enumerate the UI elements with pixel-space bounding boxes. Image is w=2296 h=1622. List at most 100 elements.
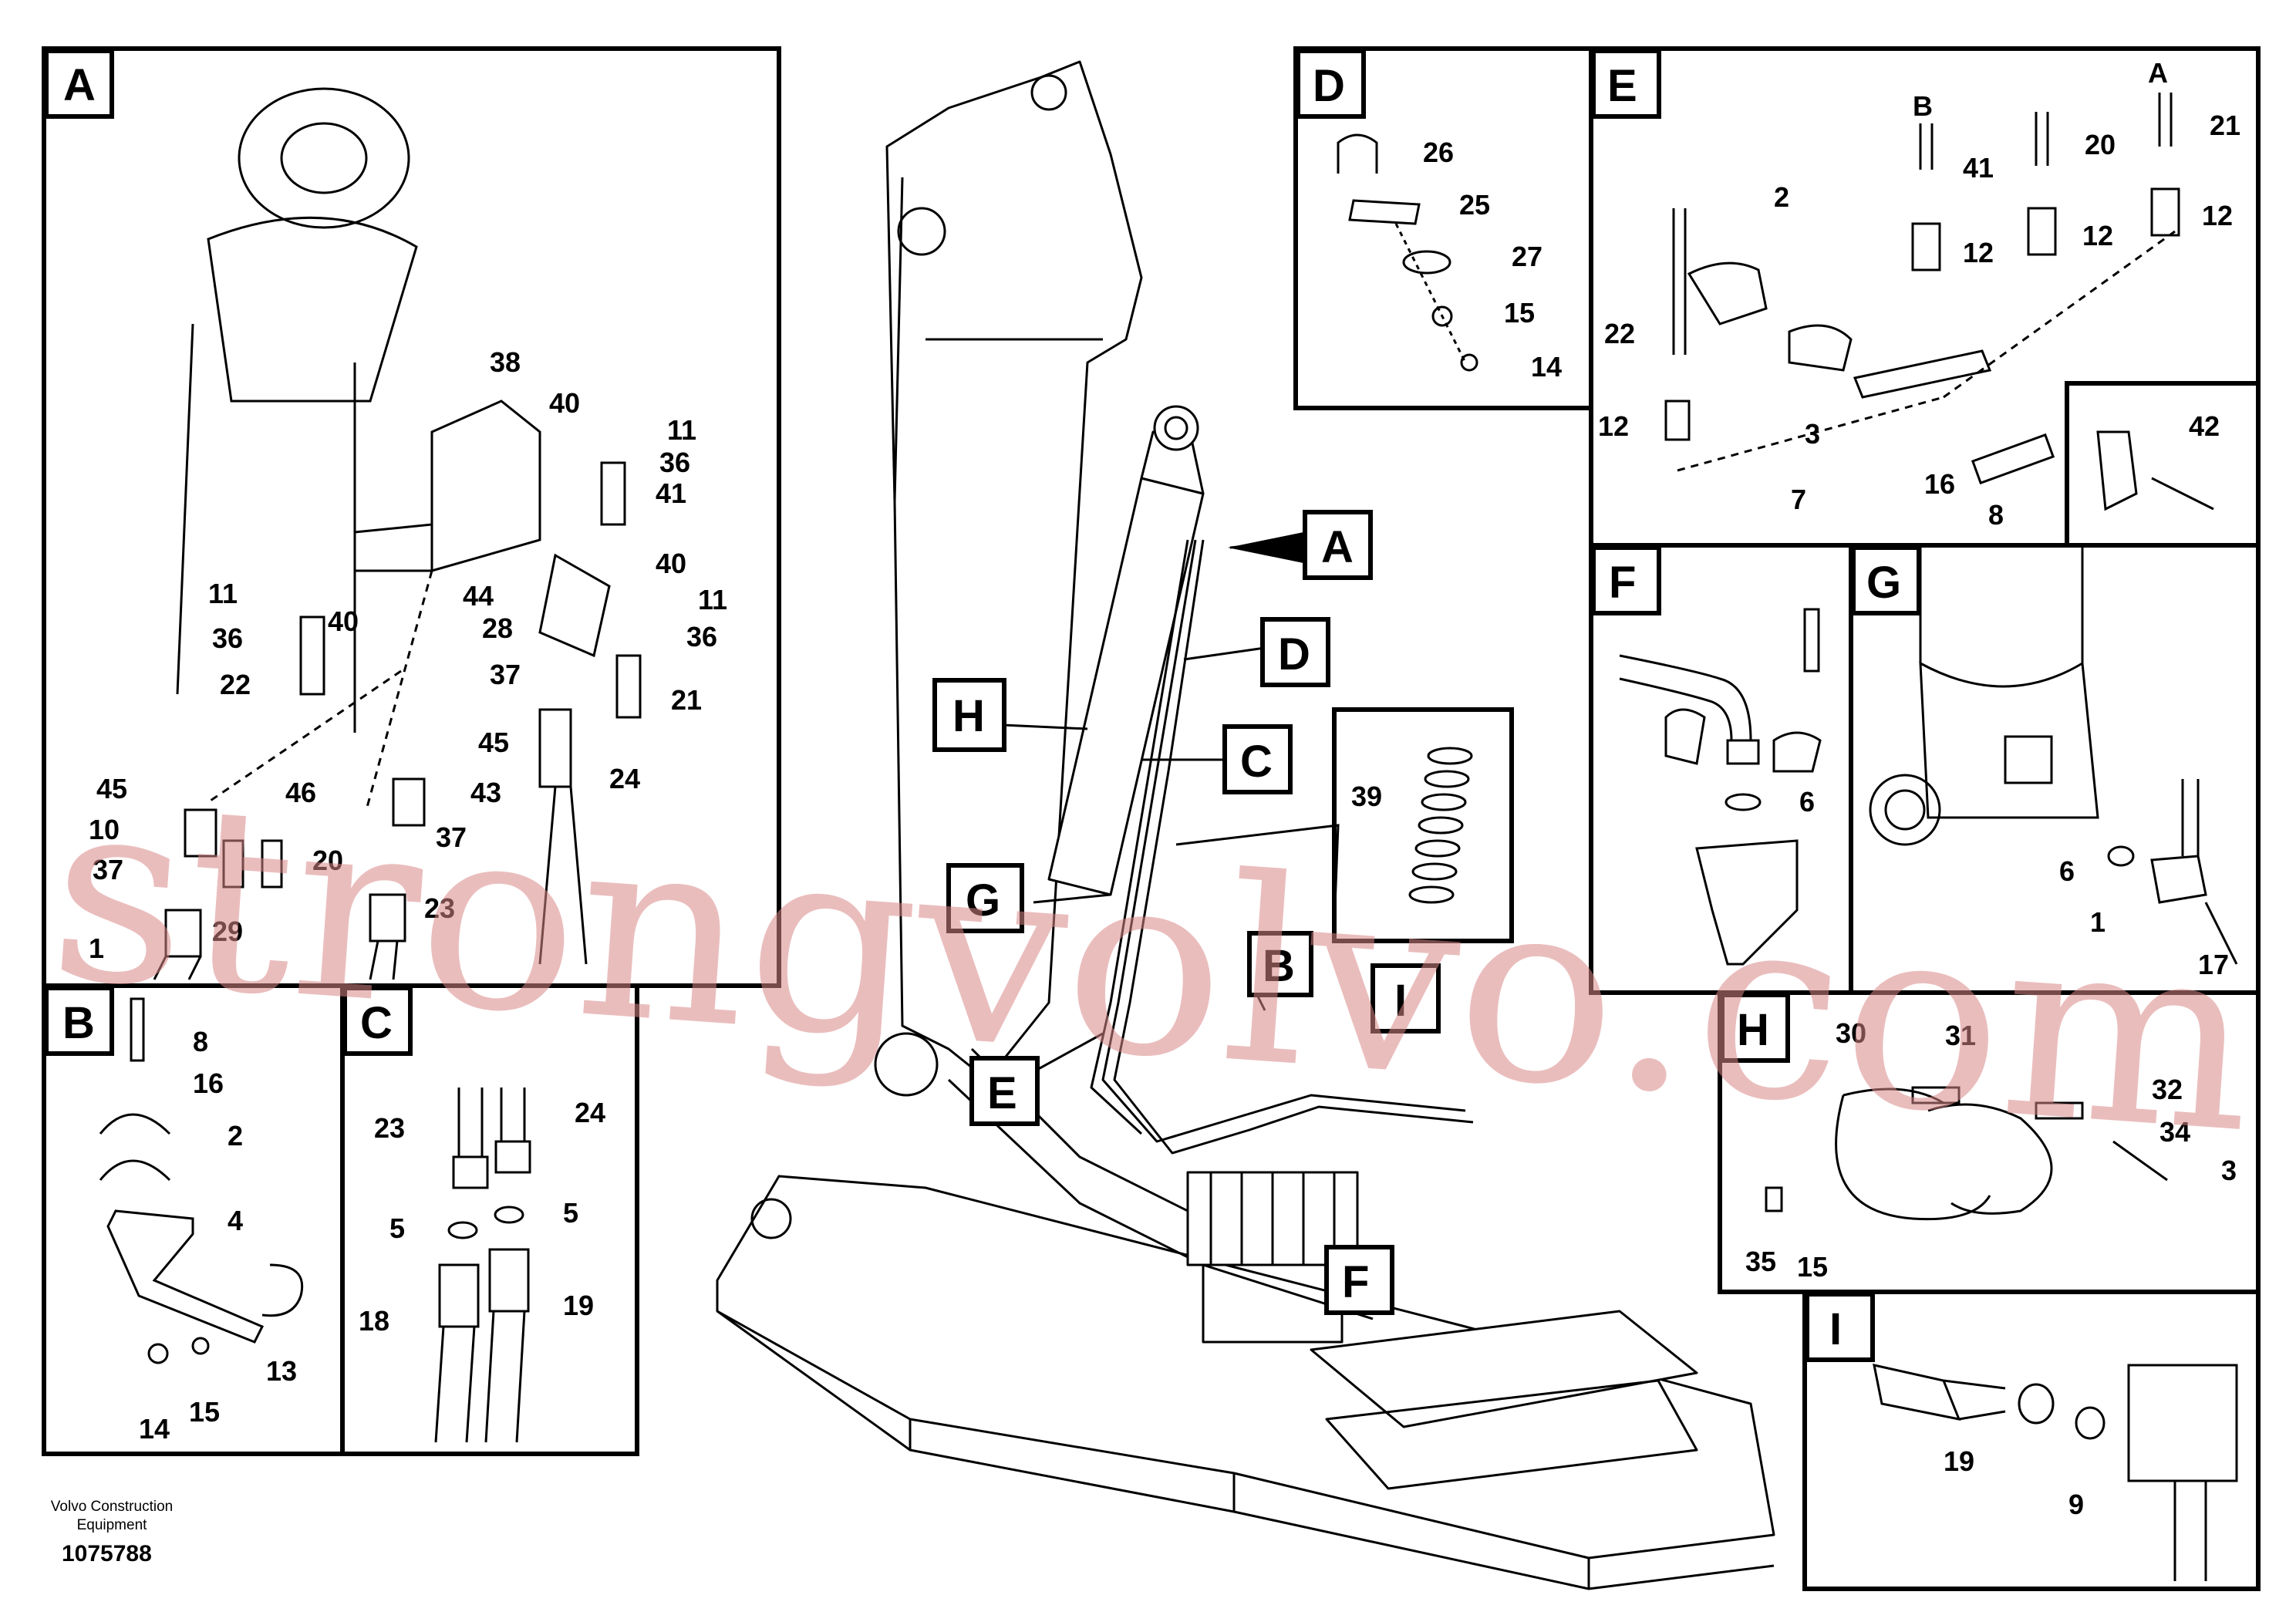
panel-i-letter: I [1829, 1304, 1842, 1354]
main-callout-e: E [987, 1068, 1017, 1118]
callout-41: 41 [1963, 152, 1994, 184]
callout-a: A [2148, 57, 2168, 89]
panel-e: E B A 2 41 20 21 12 12 12 22 12 3 7 16 8… [1589, 46, 2261, 548]
callout-16: 16 [1924, 468, 1955, 500]
footer-company-line1: Volvo Construction [50, 1499, 174, 1515]
callout-12: 12 [1598, 410, 1629, 442]
callout-3: 3 [2221, 1155, 2237, 1186]
panel-a: A 38 40 11 36 41 11 40 40 11 36 22 44 28… [42, 46, 781, 988]
callout-15: 15 [1797, 1251, 1828, 1283]
callout-11: 11 [667, 414, 696, 446]
callout-10: 10 [89, 814, 120, 845]
callout-19: 19 [563, 1290, 594, 1321]
callout-4: 4 [228, 1205, 243, 1236]
callout-11: 11 [208, 578, 238, 609]
panel-g-letter: G [1866, 558, 1901, 608]
panel-b: B 8 16 2 4 13 14 15 [42, 983, 345, 1456]
callout-36: 36 [659, 447, 690, 478]
callout-19: 19 [1944, 1445, 1974, 1477]
callout-45: 45 [478, 727, 509, 758]
callout-23: 23 [374, 1112, 405, 1144]
callout-12: 12 [1963, 237, 1994, 268]
callout-8: 8 [1988, 499, 2004, 531]
callout-24: 24 [575, 1097, 605, 1128]
footer-company-line2: Equipment [76, 1517, 147, 1533]
callout-7: 7 [1791, 484, 1806, 515]
callout-20: 20 [312, 845, 343, 876]
callout-15: 15 [189, 1396, 220, 1428]
callout-11: 11 [698, 584, 727, 615]
callout-6: 6 [2059, 855, 2075, 887]
callout-12: 12 [2202, 200, 2233, 231]
callout-14: 14 [1531, 351, 1562, 383]
callout-36: 36 [212, 622, 243, 654]
callout-32: 32 [2152, 1074, 2183, 1105]
main-callout-c: C [1240, 737, 1273, 787]
callout-2: 2 [228, 1120, 243, 1152]
panel-c-letter: C [360, 998, 393, 1048]
panel-e-letter: E [1607, 61, 1637, 111]
callout-38: 38 [490, 346, 521, 378]
panel-i: I 19 9 [1802, 1290, 2261, 1591]
drawing-number: 1075788 [62, 1541, 152, 1566]
main-callout-i: I [1394, 976, 1407, 1026]
callout-14: 14 [139, 1413, 170, 1445]
callout-42: 42 [2189, 410, 2220, 442]
panel-h-letter: H [1737, 1005, 1769, 1055]
main-callout-b: B [1263, 941, 1295, 991]
callout-40: 40 [549, 387, 580, 419]
main-callout-h: H [952, 691, 985, 741]
callout-31: 31 [1945, 1020, 1976, 1051]
callout-b: B [1913, 90, 1933, 122]
main-callout-a: A [1321, 522, 1354, 572]
main-callout-d: D [1278, 629, 1310, 679]
callout-5: 5 [389, 1212, 405, 1244]
callout-18: 18 [359, 1305, 389, 1337]
callout-30: 30 [1836, 1017, 1866, 1049]
callout-41: 41 [656, 477, 686, 509]
callout-16: 16 [193, 1067, 224, 1099]
panel-b-letter: B [62, 998, 95, 1048]
callout-45: 45 [96, 773, 127, 804]
main-assembly-drawing [716, 60, 1775, 1590]
callout-24: 24 [609, 763, 640, 794]
callout-8: 8 [193, 1026, 208, 1057]
callout-40: 40 [656, 548, 686, 579]
callout-21: 21 [671, 684, 702, 716]
callout-35: 35 [1745, 1246, 1776, 1277]
callout-15: 15 [1504, 297, 1535, 329]
main-callout-boxes: A D C H G E F B I [932, 510, 1441, 1315]
callout-21: 21 [2210, 110, 2240, 141]
callout-39: 39 [1351, 781, 1382, 812]
hose-39-box: 39 [1332, 707, 1514, 943]
callout-26: 26 [1423, 137, 1454, 168]
callout-6: 6 [1799, 786, 1815, 818]
callout-9: 9 [2068, 1489, 2084, 1520]
callout-13: 13 [266, 1355, 297, 1387]
callout-22: 22 [220, 669, 251, 700]
panel-d: D 26 25 27 15 14 [1293, 46, 1593, 410]
callout-40: 40 [328, 605, 359, 637]
callout-28: 28 [482, 612, 513, 644]
panel-c: C 23 24 5 5 18 19 [340, 983, 639, 1456]
footer-company: Volvo Construction Equipment [31, 1498, 193, 1535]
callout-1: 1 [89, 932, 104, 964]
callout-2: 2 [1774, 181, 1789, 213]
callout-37: 37 [93, 854, 123, 885]
callout-17: 17 [2198, 949, 2229, 980]
callout-1: 1 [2090, 906, 2106, 938]
callout-44: 44 [463, 580, 494, 612]
callout-27: 27 [1512, 241, 1542, 272]
panel-h: H 30 31 32 34 3 35 15 [1718, 990, 2261, 1294]
main-callout-g: G [966, 875, 1000, 926]
callout-5: 5 [563, 1197, 578, 1229]
main-callout-f: F [1342, 1257, 1369, 1307]
callout-37: 37 [436, 821, 467, 853]
callout-29: 29 [212, 916, 243, 947]
callout-37: 37 [490, 659, 521, 690]
callout-25: 25 [1459, 189, 1490, 221]
callout-22: 22 [1604, 318, 1635, 349]
callout-20: 20 [2085, 129, 2116, 160]
callout-3: 3 [1805, 418, 1820, 450]
